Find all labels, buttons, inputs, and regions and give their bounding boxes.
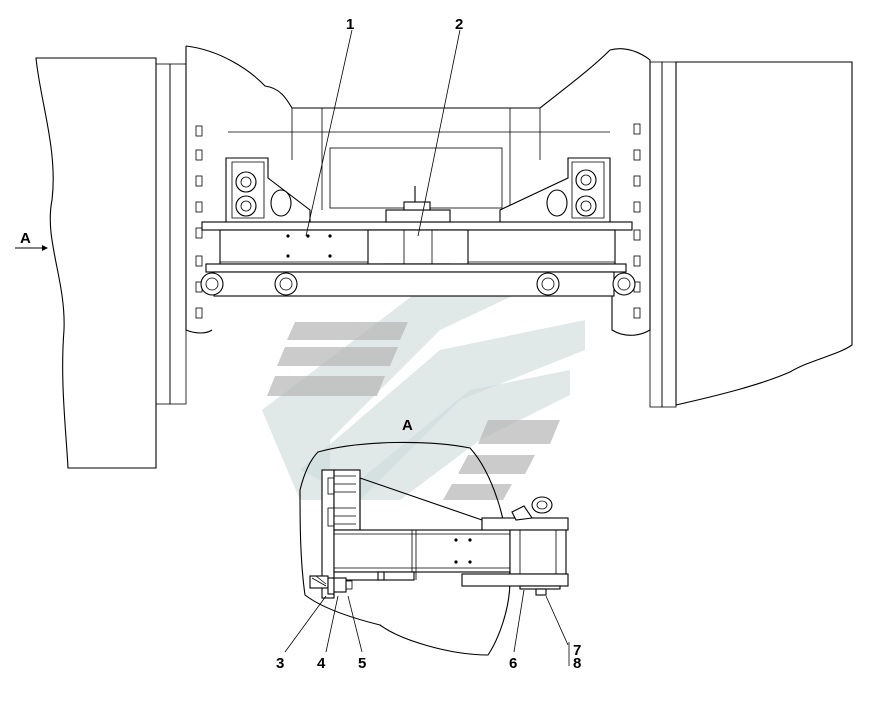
- callout-8: 8: [573, 655, 581, 672]
- right-wheel: [649, 61, 853, 408]
- right-bracket: [499, 157, 611, 223]
- detail-view-a: [299, 441, 569, 656]
- left-wheel: [35, 57, 187, 469]
- callout-6: 6: [509, 655, 517, 672]
- callout-4: 4: [317, 655, 326, 672]
- labels: 1 2 3 4 5 6 7 8 A A: [20, 16, 581, 672]
- leader-lines: [284, 29, 570, 666]
- callout-7: 7: [573, 642, 581, 659]
- callout-3: 3: [276, 655, 284, 672]
- view-arrow: [15, 245, 48, 251]
- top-view: [15, 45, 853, 469]
- left-bracket: [225, 157, 311, 223]
- callout-2: 2: [455, 16, 463, 33]
- callout-5: 5: [358, 655, 366, 672]
- callout-1: 1: [346, 16, 354, 33]
- view-label-a: A: [402, 417, 413, 434]
- arrow-label-a: A: [20, 230, 31, 247]
